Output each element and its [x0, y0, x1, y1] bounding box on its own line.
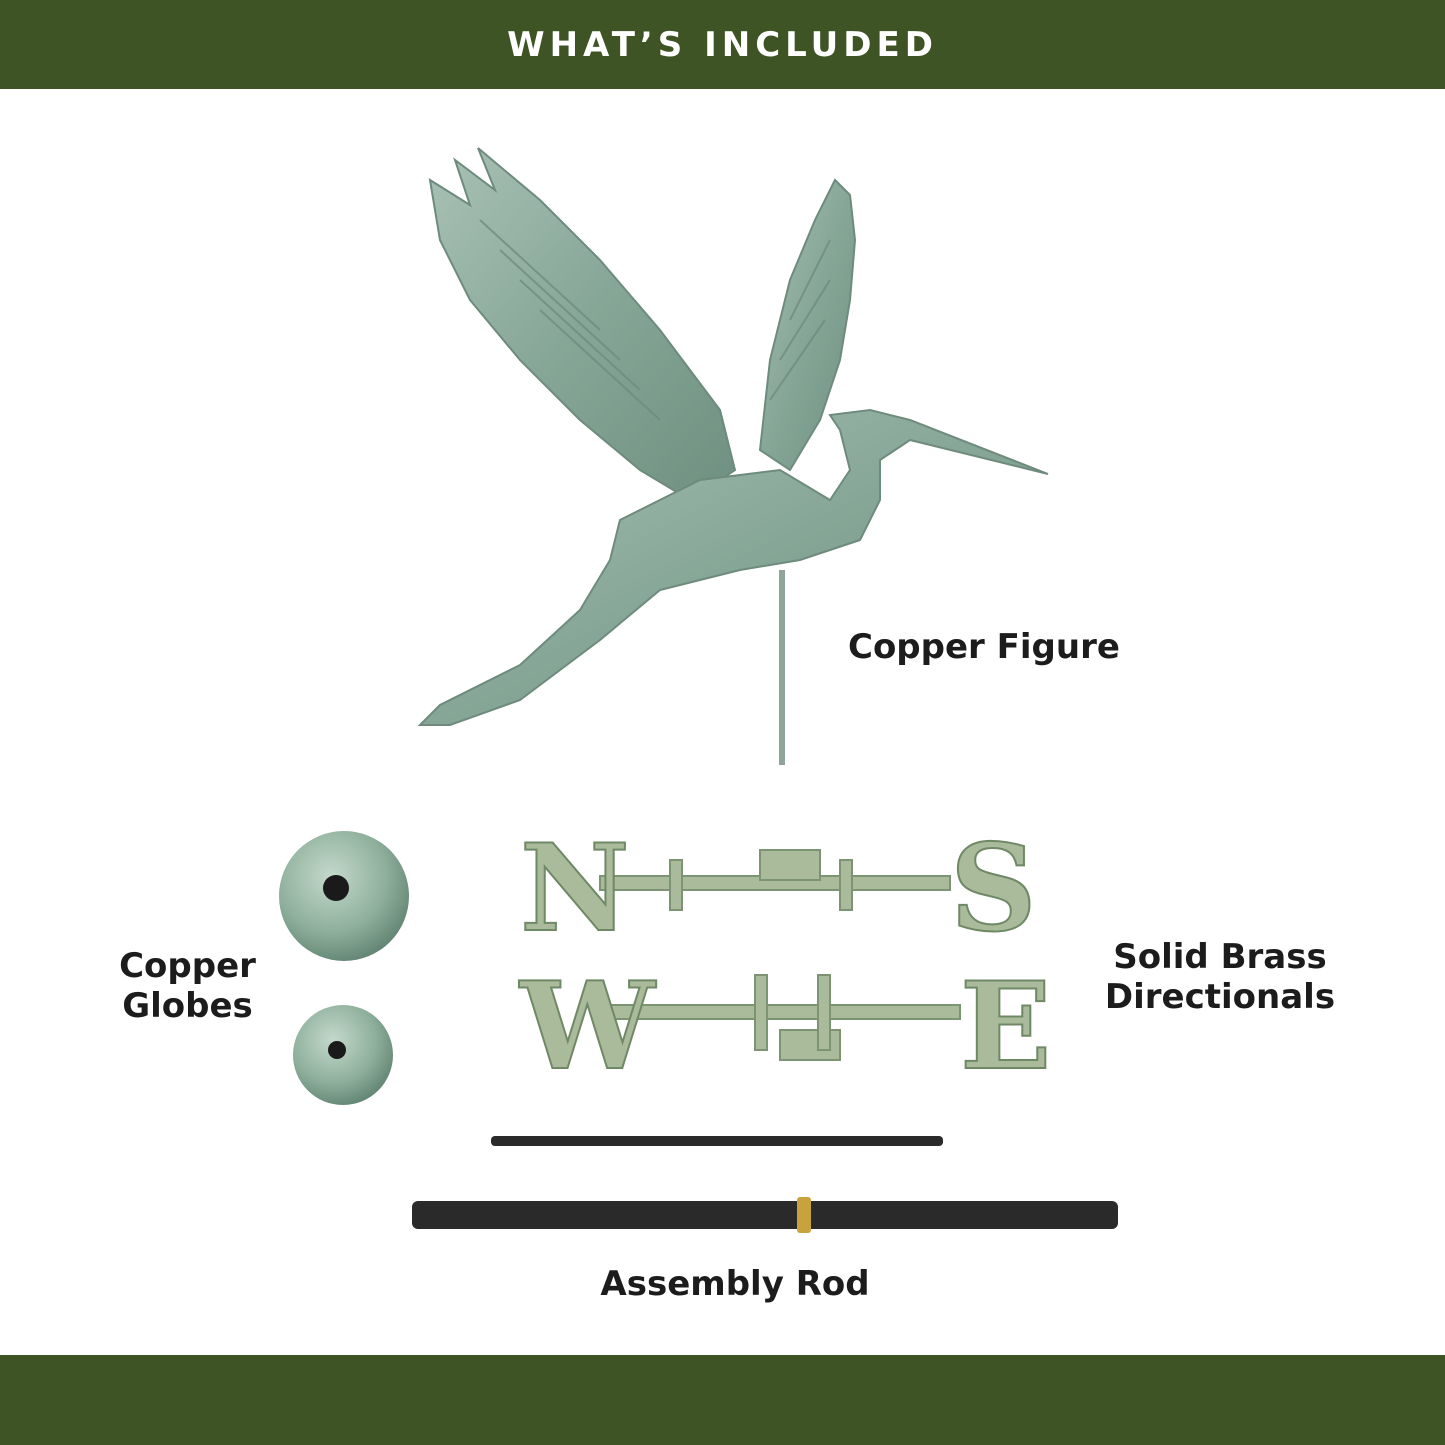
brass-line1: Solid Brass [1113, 937, 1327, 977]
page-title: WHAT’S INCLUDED [507, 24, 938, 65]
copper-figure-label: Copper Figure [848, 627, 1120, 667]
copper-globes-label: Copper Globes [110, 946, 265, 1026]
footer-banner [0, 1355, 1445, 1445]
south-letter: S [950, 818, 1037, 959]
copper-globes-line1: Copper [119, 946, 256, 986]
west-letter: W [518, 956, 657, 1097]
brass-line2: Directionals [1104, 977, 1336, 1017]
east-letter: E [960, 956, 1051, 1097]
brass-directionals-label: Solid Brass Directionals [1095, 937, 1345, 1017]
header-banner: WHAT’S INCLUDED [0, 0, 1445, 89]
copper-globes-line2: Globes [122, 986, 253, 1026]
north-letter: N [520, 818, 630, 959]
assembly-rod-label: Assembly Rod [600, 1264, 870, 1304]
